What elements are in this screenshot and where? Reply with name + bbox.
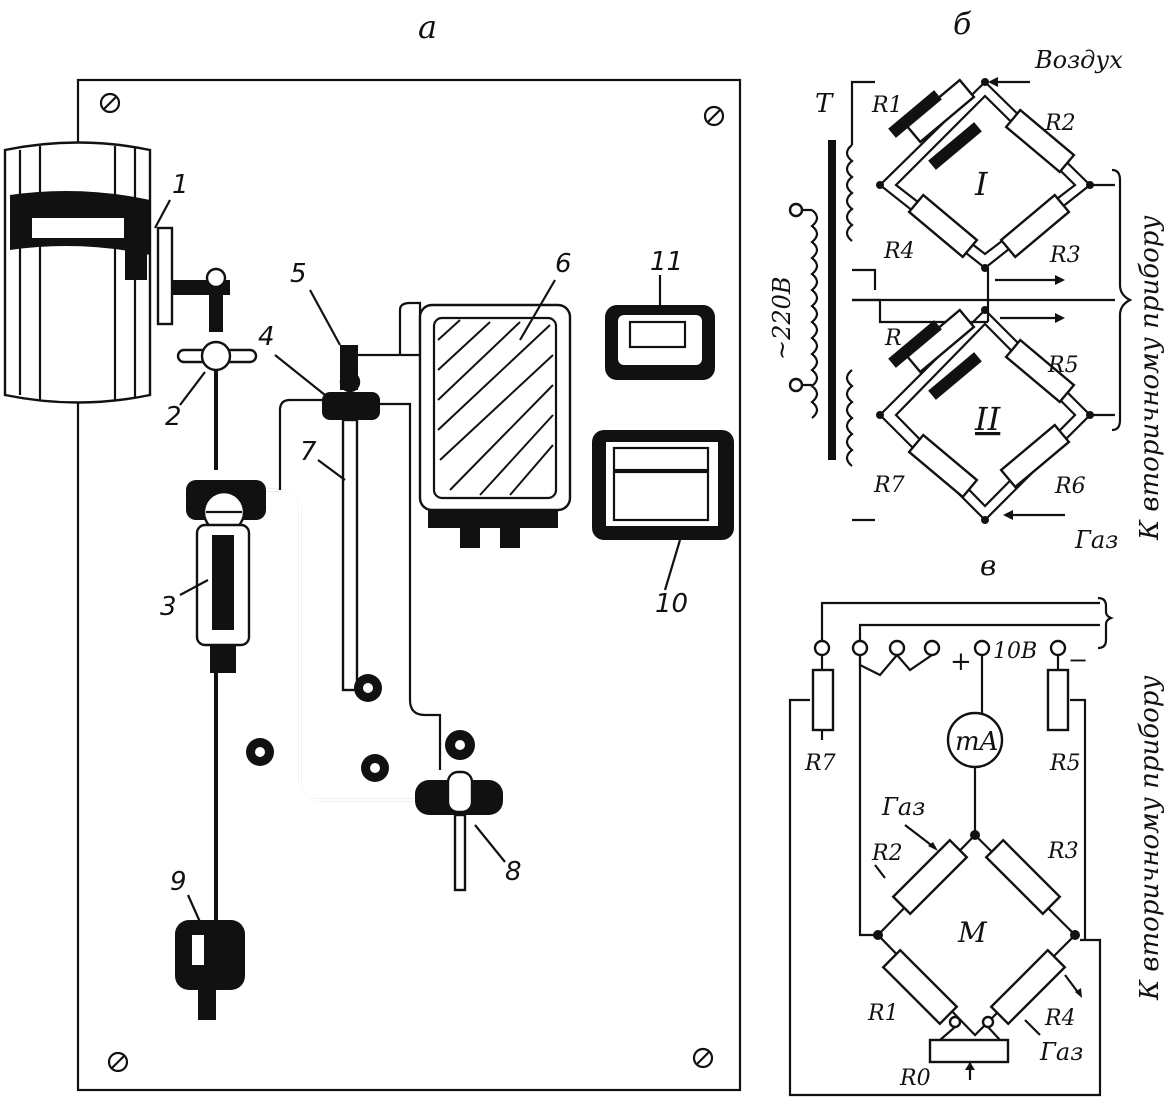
gas-label-b: Газ: [1074, 526, 1118, 554]
callout-4: 4: [258, 322, 275, 352]
screw-heads: [99, 92, 725, 1073]
gas-label-bottom: Газ: [1039, 1038, 1083, 1066]
potentiometer-r0: R0: [899, 1015, 1010, 1091]
resistor-r7-r5: R7 R5: [788, 655, 1102, 1097]
resistor-labels-b: R1 R2 R3 R4 R R5 R6 R7: [871, 93, 1086, 499]
meter-label: mA: [955, 727, 998, 757]
label-r6: R6: [1054, 474, 1086, 499]
callout-11: 11: [650, 247, 683, 277]
callout-7: 7: [300, 437, 317, 467]
air-label: Воздух: [1034, 46, 1123, 74]
label-r3: R3: [1049, 243, 1081, 268]
label-v-r7: R7: [804, 751, 836, 776]
panel-v: в + 10В − R7 R5: [788, 549, 1165, 1097]
bridge-m: М: [858, 655, 1080, 1037]
instrument-11: [605, 305, 715, 380]
callout-10: 10: [655, 589, 688, 619]
to-secondary-label-v: К вторичному прибору: [1135, 676, 1165, 1001]
gas-label-top: Газ: [881, 793, 925, 821]
panel-a-label: а: [418, 8, 437, 46]
transformer-core: [828, 140, 836, 460]
callouts-a: 1 2 3 4 5 6 7 8 9 10 11: [154, 170, 688, 923]
recorder-10: [592, 430, 734, 540]
bridge-center-label: М: [957, 916, 988, 949]
aspirator-9: [175, 920, 245, 1020]
bridge-ii-label: II: [974, 400, 1002, 438]
fitting-4-5: [322, 345, 420, 420]
to-secondary-label-b: К вторичному прибору: [1135, 216, 1165, 541]
panel-b: б Воздух Т ~220В I: [768, 7, 1165, 554]
panel-b-label: б: [953, 7, 972, 42]
label-r5: R5: [1047, 353, 1079, 378]
label-v-r5: R5: [1049, 751, 1081, 776]
panel-a: а: [3, 8, 742, 1092]
callout-9: 9: [170, 867, 187, 897]
label-r2: R2: [1044, 111, 1076, 136]
transformer-label: Т: [815, 89, 834, 119]
label-v-r2: R2: [871, 841, 903, 866]
callout-2: 2: [165, 402, 182, 432]
callout-8: 8: [505, 857, 522, 887]
milliammeter: mA: [946, 655, 1004, 835]
terminal-block: + 10В −: [813, 639, 1088, 677]
label-v-r4: R4: [1044, 1006, 1076, 1031]
analyzer-box-6: [418, 303, 572, 548]
label-r1: R1: [871, 93, 903, 118]
filter-3: [186, 480, 266, 920]
bridge-i: I: [876, 78, 1094, 272]
label-v-r3: R3: [1047, 839, 1079, 864]
label-r: R: [884, 326, 902, 351]
callout-6: 6: [555, 249, 572, 279]
callout-3: 3: [160, 592, 177, 622]
sampler-cylinder-1: [3, 141, 230, 404]
mounting-screws: [246, 738, 389, 782]
label-v-r1: R1: [867, 1001, 899, 1026]
supply-voltage: 10В: [993, 639, 1037, 664]
bridge-ii: II: [876, 306, 1094, 524]
minus-sign: −: [1068, 646, 1088, 674]
gas-arrows: Газ Газ: [874, 793, 1083, 1066]
callout-1: 1: [172, 170, 189, 200]
panel-v-label: в: [980, 549, 996, 582]
callout-5: 5: [290, 259, 307, 289]
plus-sign: +: [950, 647, 972, 677]
voltage-label: ~220В: [768, 276, 796, 360]
label-v-r0: R0: [899, 1066, 931, 1091]
label-r7: R7: [873, 473, 905, 498]
valve-2: [176, 267, 258, 470]
resistor-labels-v: R2 R3 R1 R4: [867, 839, 1079, 1031]
bridge-i-label: I: [974, 165, 989, 203]
assembly-8: [415, 730, 503, 892]
label-r4: R4: [883, 239, 915, 264]
rod-7: [341, 418, 382, 702]
mounting-board: [76, 78, 742, 1092]
